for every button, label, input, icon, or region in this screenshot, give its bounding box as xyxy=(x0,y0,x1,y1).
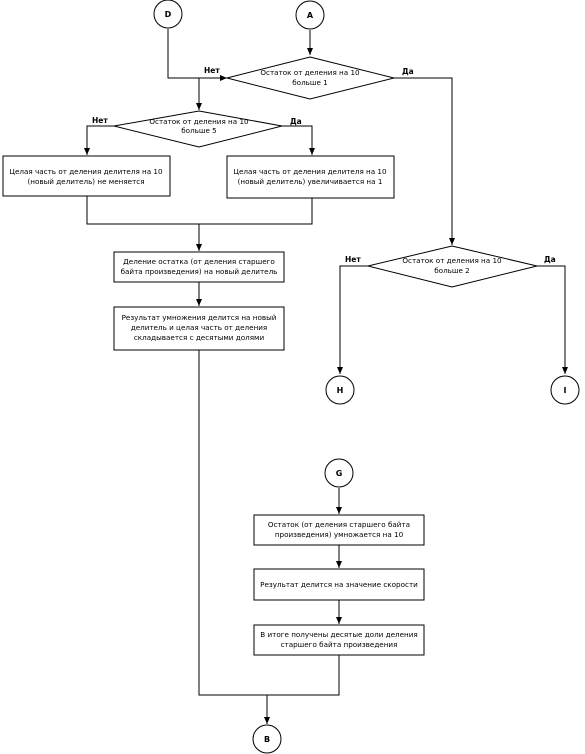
process-divided-by-speed-line-1: Результат делится на значение скорости xyxy=(260,580,418,589)
edge-d-to-decision-rem-gt-1 xyxy=(167,29,227,81)
connector-i[interactable]: I xyxy=(550,375,580,405)
process-divide-remainder-line-1: Деление остатка (от деления старшего xyxy=(123,257,275,266)
connector-g-label: G xyxy=(336,469,343,478)
edge-decision-rem-gt-1-yes xyxy=(394,77,455,245)
decision-rem-gt-5-line-1: Остаток от деления на 10 xyxy=(149,117,249,126)
process-divisor-incremented-line-2: (новый делитель) увеличивается на 1 xyxy=(238,177,383,186)
connector-d-label: D xyxy=(165,10,172,19)
edge-decision-rem-gt-2-yes xyxy=(537,265,568,374)
decision-rem-gt-5-line-2: больше 5 xyxy=(181,126,217,135)
process-divisor-unchanged[interactable]: Целая часть от деления делителя на 10 (н… xyxy=(2,155,171,197)
process-tenths-obtained-line-1: В итоге получены десятые доли деления xyxy=(260,630,417,639)
decision-rem-gt-2-line-1: Остаток от деления на 10 xyxy=(402,256,502,265)
branch-label-yes-1: Да xyxy=(402,67,414,76)
edge-merge-left xyxy=(86,196,199,225)
process-result-divided-line-2: делитель и целая часть от деления xyxy=(131,323,268,332)
process-divisor-incremented[interactable]: Целая часть от деления делителя на 10 (н… xyxy=(226,155,395,199)
edge-decision-rem-gt-5-no xyxy=(84,125,114,155)
connector-i-label: I xyxy=(564,386,567,395)
process-divisor-unchanged-line-1: Целая часть от деления делителя на 10 xyxy=(9,167,163,176)
process-result-divided[interactable]: Результат умножения делится на новый дел… xyxy=(113,306,285,351)
branch-label-no-2: Нет xyxy=(92,116,108,125)
edge-result-to-b xyxy=(198,350,267,696)
connector-b-label: B xyxy=(264,735,270,744)
connector-a-label: A xyxy=(307,11,314,20)
process-result-divided-line-1: Результат умножения делится на новый xyxy=(122,313,277,322)
process-divisor-incremented-line-1: Целая часть от деления делителя на 10 xyxy=(233,167,387,176)
process-divisor-unchanged-line-2: (новый делитель) не меняется xyxy=(27,177,144,186)
branch-label-no-1: Нет xyxy=(204,66,220,75)
process-tenths-obtained-line-2: старшего байта произведения xyxy=(281,640,398,649)
connector-d[interactable]: D xyxy=(153,0,183,29)
edge-tenths-to-b xyxy=(264,655,340,724)
decision-rem-gt-1-line-1: Остаток от деления на 10 xyxy=(260,68,360,77)
decision-rem-gt-1[interactable]: Остаток от деления на 10 больше 1 xyxy=(226,56,395,100)
decision-rem-gt-5[interactable]: Остаток от деления на 10 больше 5 xyxy=(113,110,283,148)
process-remainder-multiplied[interactable]: Остаток (от деления старшего байта произ… xyxy=(253,514,425,546)
edge-decision-rem-gt-5-yes xyxy=(282,125,315,155)
branch-label-yes-3: Да xyxy=(544,255,556,264)
process-divide-remainder[interactable]: Деление остатка (от деления старшего бай… xyxy=(113,251,285,283)
process-divide-remainder-line-2: байта произведения) на новый делитель xyxy=(121,267,278,276)
connector-b[interactable]: B xyxy=(252,724,282,754)
process-remainder-multiplied-line-2: произведения) умножается на 10 xyxy=(275,530,404,539)
branch-label-yes-2: Да xyxy=(290,117,302,126)
connector-g[interactable]: G xyxy=(324,458,354,488)
connector-h-label: H xyxy=(337,386,344,395)
connector-a[interactable]: A xyxy=(295,0,325,30)
decision-rem-gt-2-line-2: больше 2 xyxy=(434,266,470,275)
edge-merge-right xyxy=(199,198,313,225)
process-divided-by-speed[interactable]: Результат делится на значение скорости xyxy=(253,568,425,601)
connector-h[interactable]: H xyxy=(325,375,355,405)
process-result-divided-line-3: складывается с десятыми долями xyxy=(134,333,265,342)
edge-decision-rem-gt-2-no xyxy=(337,265,368,374)
decision-rem-gt-1-line-2: больше 1 xyxy=(292,78,328,87)
branch-label-no-3: Нет xyxy=(345,255,361,264)
decision-rem-gt-2[interactable]: Остаток от деления на 10 больше 2 xyxy=(367,245,538,288)
process-remainder-multiplied-line-1: Остаток (от деления старшего байта xyxy=(268,520,410,529)
process-tenths-obtained[interactable]: В итоге получены десятые доли деления ст… xyxy=(253,624,425,656)
